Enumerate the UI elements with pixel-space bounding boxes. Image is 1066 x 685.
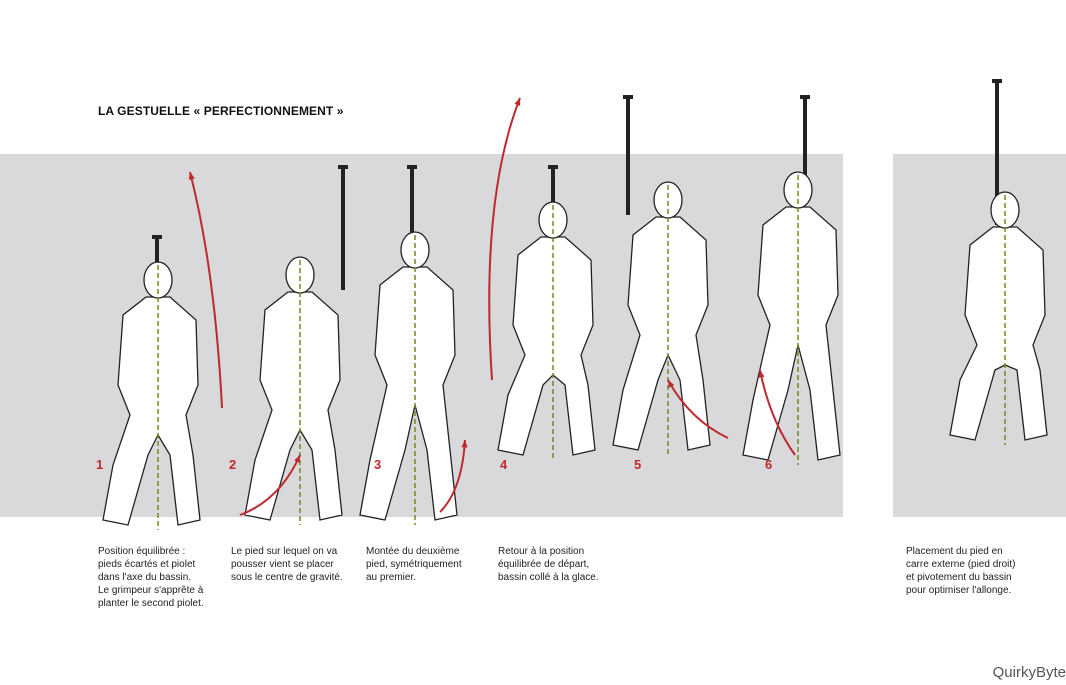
- movement-arrow-6: [759, 369, 796, 456]
- diagram-title: LA GESTUELLE « PERFECTIONNEMENT »: [98, 104, 344, 118]
- figure-7-ice-axe-head-icon: [992, 79, 1002, 83]
- arrowhead-icon-3: [461, 440, 468, 448]
- figure-6-ice-axe-head-icon: [800, 95, 810, 99]
- caption-step-1: Position équilibrée : pieds écartés et p…: [98, 546, 204, 609]
- figure-4-ice-axe-head-icon: [548, 165, 558, 169]
- arrowhead-icon-2: [294, 455, 300, 463]
- figure-1-climber-body: [102, 296, 201, 526]
- caption-step-2: Le pied sur lequel on va pousser vient s…: [231, 546, 343, 583]
- caption-step-7: Placement du pied en carre externe (pied…: [906, 546, 1016, 596]
- figure-5-climber-body: [612, 216, 711, 451]
- figure-3-climber-body: [359, 266, 458, 521]
- figure-7-climber-body: [949, 226, 1048, 441]
- caption-step-3: Montée du deuxième pied, symétriquement …: [366, 546, 462, 583]
- figure-5-ice-axe-head-icon: [623, 95, 633, 99]
- step-number-5: 5: [634, 457, 642, 472]
- step-number-3: 3: [374, 457, 382, 472]
- watermark: QuirkyByte: [992, 664, 1066, 681]
- arrowhead-icon-1: [188, 172, 195, 180]
- movement-arrow-1: [189, 171, 223, 409]
- step-number-6: 6: [765, 457, 773, 472]
- figure-2-ice-axe-head-icon: [338, 165, 348, 169]
- figure-2-climber-body: [244, 291, 343, 521]
- figure-3-ice-axe-head-icon: [407, 165, 417, 169]
- step-number-1: 1: [96, 457, 104, 472]
- figure-6-climber-body: [742, 206, 841, 461]
- step-number-4: 4: [500, 457, 508, 472]
- figure-1-ice-axe-head-icon: [152, 235, 162, 239]
- arrowhead-icon-6: [758, 370, 765, 378]
- movement-arrow-4: [488, 97, 521, 381]
- arrowhead-icon-5: [668, 380, 675, 388]
- step-number-2: 2: [229, 457, 237, 472]
- movement-arrow-2: [239, 454, 301, 516]
- movement-arrow-3: [439, 439, 466, 513]
- figure-4-climber-body: [497, 236, 596, 456]
- movement-arrow-5: [667, 379, 729, 439]
- caption-step-4: Retour à la position équilibrée de dépar…: [498, 546, 599, 583]
- arrowhead-icon-4: [514, 98, 521, 106]
